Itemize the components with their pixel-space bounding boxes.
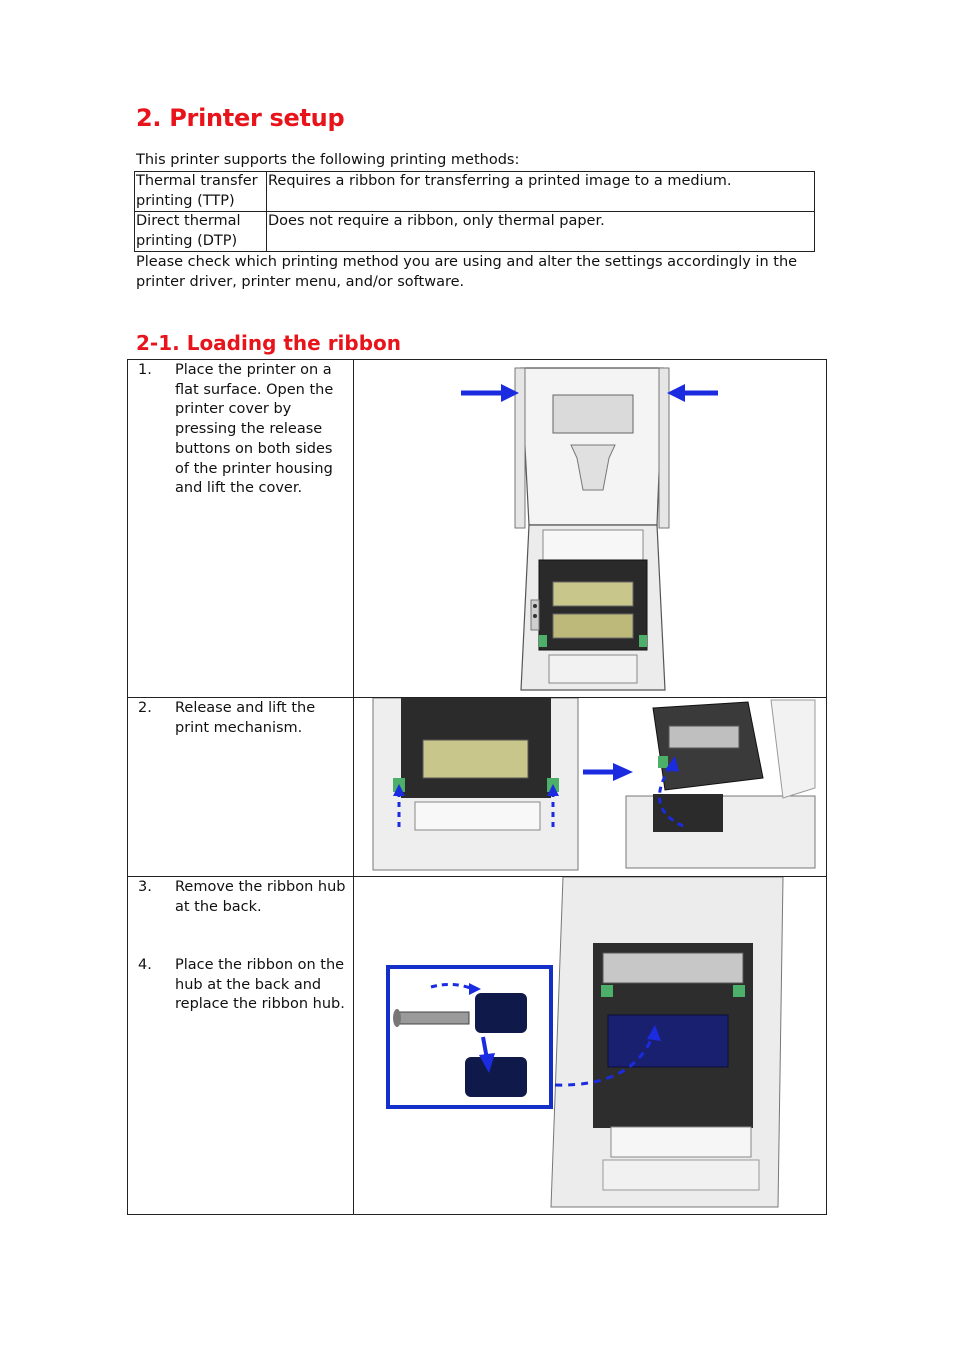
printing-methods-table: Thermal transfer printing (TTP) Requires… [134,171,815,252]
arrow-icon [667,384,718,402]
step-instruction: Release and lift the print mechanism. [175,700,316,736]
method-description: Does not require a ribbon, only thermal … [266,211,815,252]
print-mechanism-illustration [372,698,816,871]
step-illustration-cell [353,360,826,697]
step-row-1: 1. Place the printer on a flat surface. … [128,360,826,698]
step-2: 2. Release and lift the print mechanism. [138,699,348,738]
step-illustration-cell [353,698,826,876]
step-number: 4. [138,957,152,973]
method-name: Thermal transfer printing (TTP) [134,171,267,212]
intro-text: This printer supports the following prin… [136,152,520,168]
step-number: 1. [138,362,152,378]
step-instruction: Place the ribbon on the hub at the back … [175,957,345,1013]
method-description: Requires a ribbon for transferring a pri… [266,171,815,212]
table-row: Thermal transfer printing (TTP) Requires… [134,171,815,212]
step-illustration-cell [353,877,826,1214]
method-name: Direct thermal printing (DTP) [134,211,267,252]
step-text-cell: 3. Remove the ribbon hub at the back. 4.… [128,877,354,1214]
steps-table: 1. Place the printer on a flat surface. … [127,359,827,1215]
page-heading: 2. Printer setup [136,104,345,132]
step-text-cell: 2. Release and lift the print mechanism. [128,698,354,876]
step-instruction: Remove the ribbon hub at the back. [175,879,346,915]
section-heading: 2-1. Loading the ribbon [136,331,402,355]
step-row-3: 3. Remove the ribbon hub at the back. 4.… [128,877,826,1214]
step-1: 1. Place the printer on a flat surface. … [138,361,348,499]
ribbon-hub-illustration [386,877,784,1208]
step-number: 2. [138,700,152,716]
step-4: 4. Place the ribbon on the hub at the ba… [138,956,348,1015]
step-row-2: 2. Release and lift the print mechanism. [128,698,826,877]
step-3: 3. Remove the ribbon hub at the back. [138,878,348,917]
printer-cover-open-illustration [461,367,718,691]
table-row: Direct thermal printing (DTP) Does not r… [134,211,815,252]
settings-note: Please check which printing method you a… [136,254,798,290]
step-text-cell: 1. Place the printer on a flat surface. … [128,360,354,697]
step-instruction: Place the printer on a flat surface. Ope… [175,362,334,497]
arrow-icon [583,763,633,781]
arrow-icon [461,384,519,402]
step-number: 3. [138,879,152,895]
